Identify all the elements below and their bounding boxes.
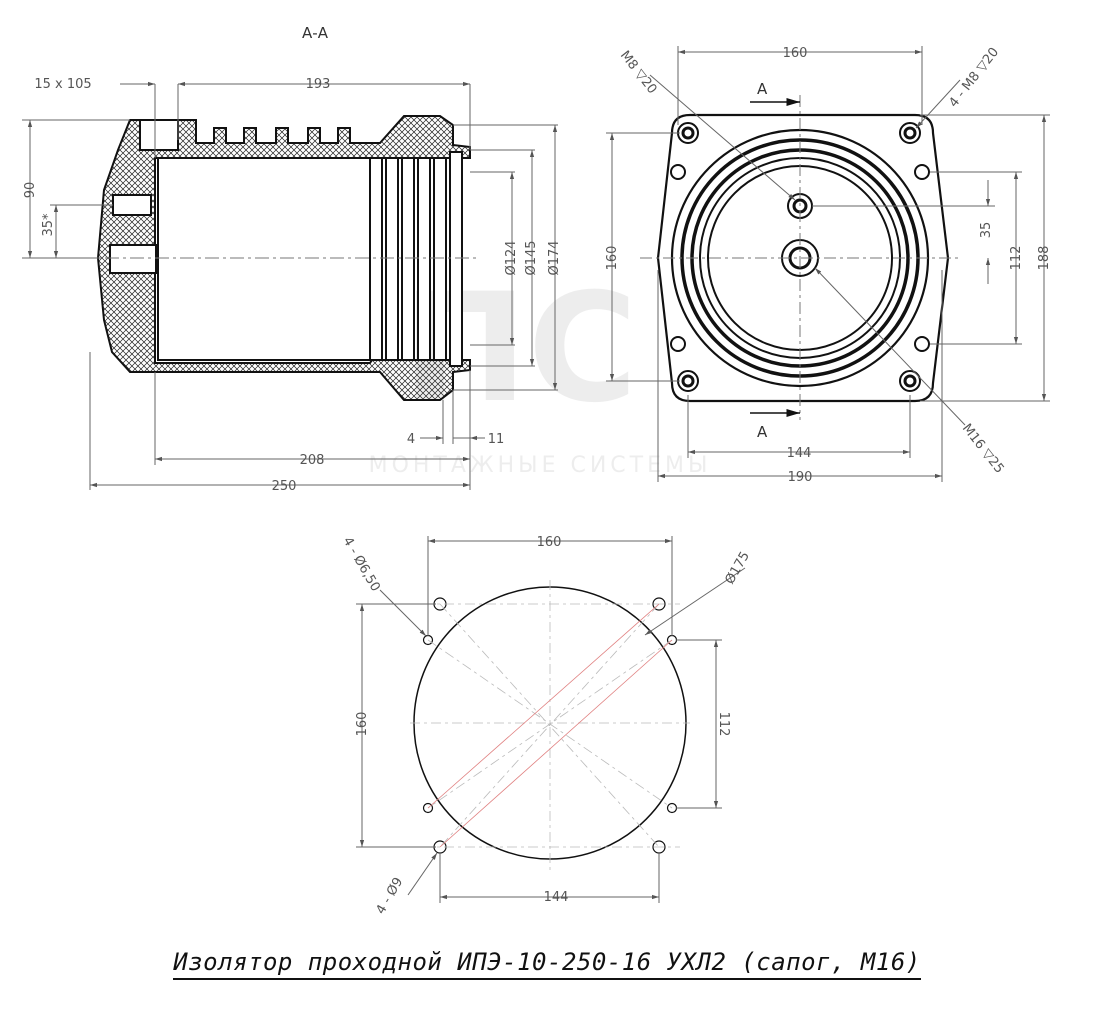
- watermark-text: МОНТАЖНЫЕ СИСТЕМЫ: [369, 453, 712, 478]
- dim-4: 4: [407, 432, 415, 447]
- dim-d145: Ø145: [524, 240, 539, 275]
- dim-112: 112: [1009, 246, 1024, 271]
- side-section-view: А-А: [22, 24, 562, 494]
- plan-dim-160-top: 160: [537, 535, 562, 550]
- dim-m16: М16 ▽25: [959, 421, 1007, 476]
- dim-188: 188: [1037, 246, 1052, 271]
- dim-35-star: 35*: [41, 213, 56, 237]
- body-hatched-section: [96, 115, 471, 401]
- section-label: А-А: [302, 24, 329, 42]
- dim-250: 250: [272, 479, 297, 494]
- dim-11: 11: [488, 432, 505, 447]
- construction-lines: [360, 580, 690, 870]
- top-insert: [139, 119, 179, 151]
- plan-dim-holes-9: 4 - Ø9: [373, 875, 406, 917]
- m8-insert: [112, 194, 152, 216]
- drawing-title-text: Изолятор проходной ИПЭ-10-250-16 УХЛ2 (с…: [173, 948, 921, 980]
- dim-4-m8: 4 - М8 ▽20: [946, 45, 1002, 110]
- dim-160-top: 160: [783, 46, 808, 61]
- flange-holes: [670, 122, 930, 392]
- mounting-plan-view: 160 4 - Ø6,50 Ø175 160 112 4 - Ø9 144: [340, 535, 753, 918]
- front-view: А А 160 М8 ▽20 4 - М8 ▽20 160 35 11: [605, 45, 1052, 485]
- dim-144: 144: [787, 446, 812, 461]
- bellows-rings: [369, 151, 463, 367]
- dim-190: 190: [788, 470, 813, 485]
- dim-90: 90: [23, 182, 38, 199]
- dim-15x105: 15 х 105: [34, 77, 91, 92]
- inner-cavity: [157, 157, 371, 361]
- m16-insert: [109, 244, 157, 274]
- drawing-title: Изолятор проходной ИПЭ-10-250-16 УХЛ2 (с…: [0, 948, 1094, 980]
- dim-35: 35: [979, 222, 994, 239]
- dim-d174: Ø174: [547, 240, 562, 275]
- dim-193: 193: [306, 77, 331, 92]
- section-mark-top: А: [757, 80, 768, 98]
- flange-outline: [656, 113, 950, 403]
- dim-d124: Ø124: [504, 240, 519, 275]
- plan-dim-112: 112: [716, 712, 731, 737]
- dim-160-left: 160: [605, 246, 620, 271]
- plan-dim-d175: Ø175: [722, 549, 753, 587]
- plan-dim-144: 144: [544, 890, 569, 905]
- dim-m8: М8 ▽20: [617, 48, 660, 97]
- plan-dim-holes-650: 4 - Ø6,50: [340, 535, 383, 595]
- plan-dim-160-left: 160: [355, 712, 370, 737]
- dim-208: 208: [300, 453, 325, 468]
- section-mark-bottom: А: [757, 423, 768, 441]
